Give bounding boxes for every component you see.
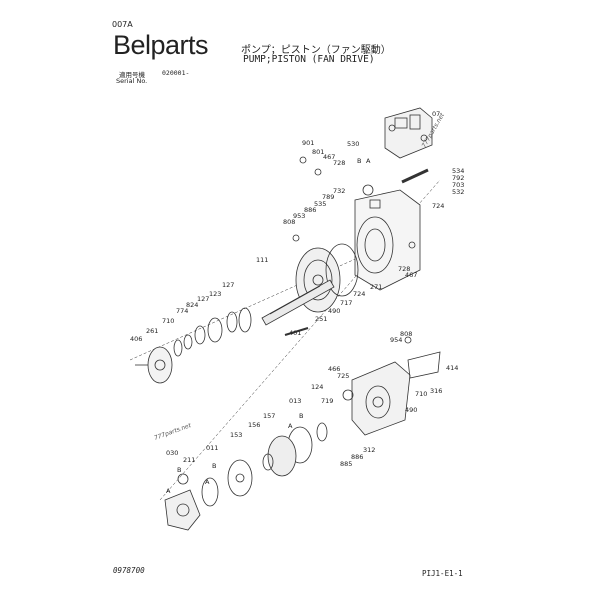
callout-label: 824 (186, 301, 198, 309)
callout-label: 724 (432, 202, 444, 210)
callout-label: 792 (452, 174, 464, 182)
page-code: 007A (112, 20, 133, 29)
callout-label: 406 (130, 335, 142, 343)
callout-label: B (299, 412, 303, 420)
callout-label: 156 (248, 421, 260, 429)
callout-label: 111 (256, 256, 268, 264)
callout-label: A (166, 487, 171, 495)
callout-label: 719 (321, 397, 333, 405)
callout-label: 466 (328, 365, 340, 373)
fitting (401, 168, 429, 184)
callout-label: 534 (452, 167, 464, 175)
callout-label: 261 (146, 327, 158, 335)
callout-label: 808 (283, 218, 295, 226)
pump-housing (354, 189, 421, 291)
callout-label: A (288, 422, 293, 430)
plug (292, 234, 300, 242)
callout-label: 490 (328, 307, 340, 315)
callout-label: B (212, 462, 216, 470)
callout-label: B (177, 466, 181, 474)
callout-label: 07 (432, 110, 440, 118)
callout-label: 724 (353, 290, 365, 298)
callout-label: 530 (347, 140, 359, 148)
callout-label: 774 (176, 307, 188, 315)
callout-label: 490 (405, 406, 417, 414)
title-english: PUMP;PISTON (FAN DRIVE) (243, 54, 375, 65)
title-japanese: ポンプ；ピストン（ファン駆動） (241, 45, 391, 56)
callout-label: 127 (197, 295, 209, 303)
callout-label: 789 (322, 193, 334, 201)
serial-label-japanese: 適用号機 (119, 71, 145, 79)
callout-label: 532 (452, 188, 464, 196)
callout-label: 717 (340, 299, 352, 307)
pin (284, 327, 309, 336)
callout-label: 710 (162, 317, 174, 325)
serial-value: 020001- (162, 69, 190, 77)
plug (408, 241, 416, 249)
axis-line (129, 229, 421, 361)
swash-plate (164, 489, 201, 531)
callout-label: 312 (363, 446, 375, 454)
callout-label: 467 (405, 271, 417, 279)
callout-label: 157 (263, 412, 275, 420)
callout-label: 886 (304, 206, 316, 214)
callout-label: 414 (446, 364, 458, 372)
axis-line (159, 179, 441, 501)
callout-label: 127 (222, 281, 234, 289)
callout-label: 728 (333, 159, 345, 167)
reference-circle-a (362, 184, 374, 196)
nut (314, 168, 322, 176)
callout-label: 954 (390, 336, 402, 344)
callout-label: 013 (289, 397, 301, 405)
callout-label: 211 (183, 456, 195, 464)
callout-label: 808 (400, 330, 412, 338)
callout-label: 953 (293, 212, 305, 220)
callout-label: 886 (351, 453, 363, 461)
control-valve (384, 107, 433, 159)
callout-label: 401 (289, 329, 301, 337)
callout-label: 271 (370, 283, 382, 291)
callout-label: 732 (333, 187, 345, 195)
callout-label: A (205, 478, 210, 486)
callout-label: 011 (206, 444, 218, 452)
front-cover (135, 346, 173, 384)
callout-label: 467 (323, 153, 335, 161)
rear-cover (351, 351, 441, 436)
brand-logo: Belparts (113, 30, 209, 60)
callout-label: 710 (415, 390, 427, 398)
reference-circle-a (342, 389, 354, 401)
watermark: 777parts.net (153, 422, 192, 442)
callout-label: B (357, 157, 361, 165)
callout-label: 885 (340, 460, 352, 468)
callout-label: 251 (315, 315, 327, 323)
callout-label: 725 (337, 372, 349, 380)
reference-circle-a (177, 473, 189, 485)
drive-shaft (261, 279, 335, 326)
callout-label: 123 (209, 290, 221, 298)
serial-label-english: Serial No. (116, 77, 148, 85)
callout-label: 153 (230, 431, 242, 439)
callout-label: 703 (452, 181, 464, 189)
callout-label: 124 (311, 383, 323, 391)
swash-plate-assembly (201, 422, 328, 507)
drawing-number: 0978700 (113, 566, 145, 575)
bearing-set (173, 307, 252, 357)
callout-label: 535 (314, 200, 326, 208)
bolt (299, 156, 307, 164)
callout-label: 801 (312, 148, 324, 156)
callout-label: A (366, 157, 371, 165)
page-reference: PIJ1-E1-1 (422, 569, 463, 578)
callout-label: 901 (302, 139, 314, 147)
callout-label: 728 (398, 265, 410, 273)
plug (404, 336, 412, 344)
callout-label: 030 (166, 449, 178, 457)
callout-label: 316 (430, 387, 442, 395)
